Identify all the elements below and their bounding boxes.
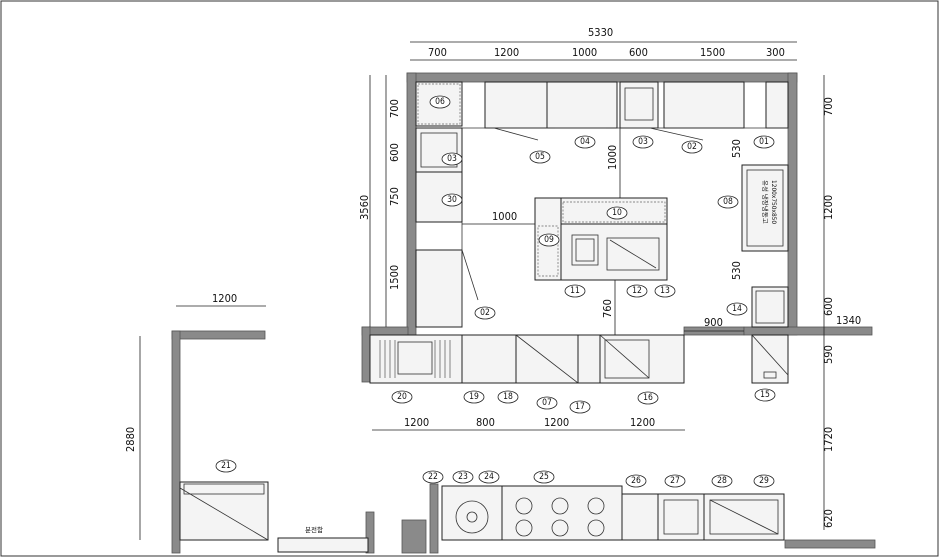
dim-right-5: 600 — [822, 297, 835, 316]
dim-right-2: 530 — [730, 139, 743, 158]
dim-top-1: 700 — [428, 46, 447, 59]
bubble-07: 07 — [542, 398, 552, 408]
dim-inner-1000-h: 1000 — [492, 210, 517, 223]
dim-left-4: 1500 — [388, 265, 401, 290]
dim-lower-left-top: 1200 — [212, 292, 237, 305]
bubble-04: 04 — [580, 137, 590, 147]
bubble-23: 23 — [458, 472, 468, 482]
bubble-02-top: 02 — [687, 142, 697, 152]
dim-right-1340: 1340 — [836, 314, 861, 327]
bottom-counter-run — [369, 334, 685, 384]
bubble-12: 12 — [632, 286, 642, 296]
bubble-18: 18 — [503, 392, 513, 402]
dim-lower-left-side: 2880 — [124, 427, 137, 452]
dim-right-6: 590 — [822, 345, 835, 364]
bubble-30: 30 — [447, 195, 457, 205]
dim-top-3: 1000 — [572, 46, 597, 59]
dim-right-1: 700 — [822, 97, 835, 116]
bubble-03-left: 03 — [447, 154, 457, 164]
bubble-21: 21 — [221, 461, 231, 471]
lower-area-walls — [171, 330, 876, 554]
bubble-27: 27 — [670, 476, 680, 486]
bubble-19: 19 — [469, 392, 479, 402]
bubble-24: 24 — [484, 472, 494, 482]
dim-bottom-4: 1200 — [630, 416, 655, 429]
dim-inner-1000-v: 1000 — [606, 145, 619, 170]
bubble-29: 29 — [759, 476, 769, 486]
fridge-label-1: 유성 냉장냉동고 — [761, 180, 770, 224]
bubble-06: 06 — [435, 97, 445, 107]
bubble-20: 20 — [397, 392, 407, 402]
bubble-05: 05 — [535, 152, 545, 162]
dimension-text: 5330 700 1200 1000 600 1500 300 3560 700… — [124, 26, 861, 528]
panel-label: 분전함 — [305, 525, 323, 534]
fridge-label-2: 1200x750x850 — [770, 180, 778, 224]
bubble-16: 16 — [643, 393, 653, 403]
bubble-10: 10 — [612, 208, 622, 218]
bubble-17: 17 — [575, 402, 585, 412]
dim-bottom-2: 800 — [476, 416, 495, 429]
bubble-11: 11 — [570, 286, 580, 296]
bubble-09: 09 — [544, 235, 554, 245]
lower-equipment-row: 분전함 — [179, 481, 785, 553]
right-column: 유성 냉장냉동고 1200x750x850 — [741, 164, 789, 384]
dim-right-7: 1720 — [822, 427, 835, 452]
dim-left-1: 700 — [388, 99, 401, 118]
bubble-14: 14 — [732, 304, 742, 314]
dim-right-8: 620 — [822, 509, 835, 528]
dim-inner-760: 760 — [601, 299, 614, 318]
dim-left-3: 750 — [388, 187, 401, 206]
bubble-08: 08 — [723, 197, 733, 207]
dimension-lines — [139, 41, 825, 540]
dim-left-2: 600 — [388, 143, 401, 162]
bubble-15: 15 — [760, 390, 770, 400]
bubble-02-left: 02 — [480, 308, 490, 318]
bubble-25: 25 — [539, 472, 549, 482]
bubble-03-top: 03 — [638, 137, 648, 147]
dim-top-4: 600 — [629, 46, 648, 59]
dim-top-2: 1200 — [494, 46, 519, 59]
dim-left-total: 3560 — [358, 195, 371, 220]
bubble-28: 28 — [717, 476, 727, 486]
bubble-22: 22 — [428, 472, 438, 482]
bubble-26: 26 — [631, 476, 641, 486]
dim-inner-900: 900 — [704, 316, 723, 329]
equipment-bubbles: 06 03 05 04 03 02 01 30 10 08 09 11 12 1… — [215, 95, 776, 488]
left-counter-column — [415, 127, 479, 328]
dim-top-total: 5330 — [588, 26, 613, 39]
dim-bottom-3: 1200 — [544, 416, 569, 429]
dim-bottom-1: 1200 — [404, 416, 429, 429]
dim-right-4: 530 — [730, 261, 743, 280]
dim-right-3: 1200 — [822, 195, 835, 220]
dim-top-6: 300 — [766, 46, 785, 59]
bubble-01: 01 — [759, 137, 769, 147]
bubble-13: 13 — [660, 286, 670, 296]
dim-top-5: 1500 — [700, 46, 725, 59]
top-counter-run — [415, 81, 789, 141]
